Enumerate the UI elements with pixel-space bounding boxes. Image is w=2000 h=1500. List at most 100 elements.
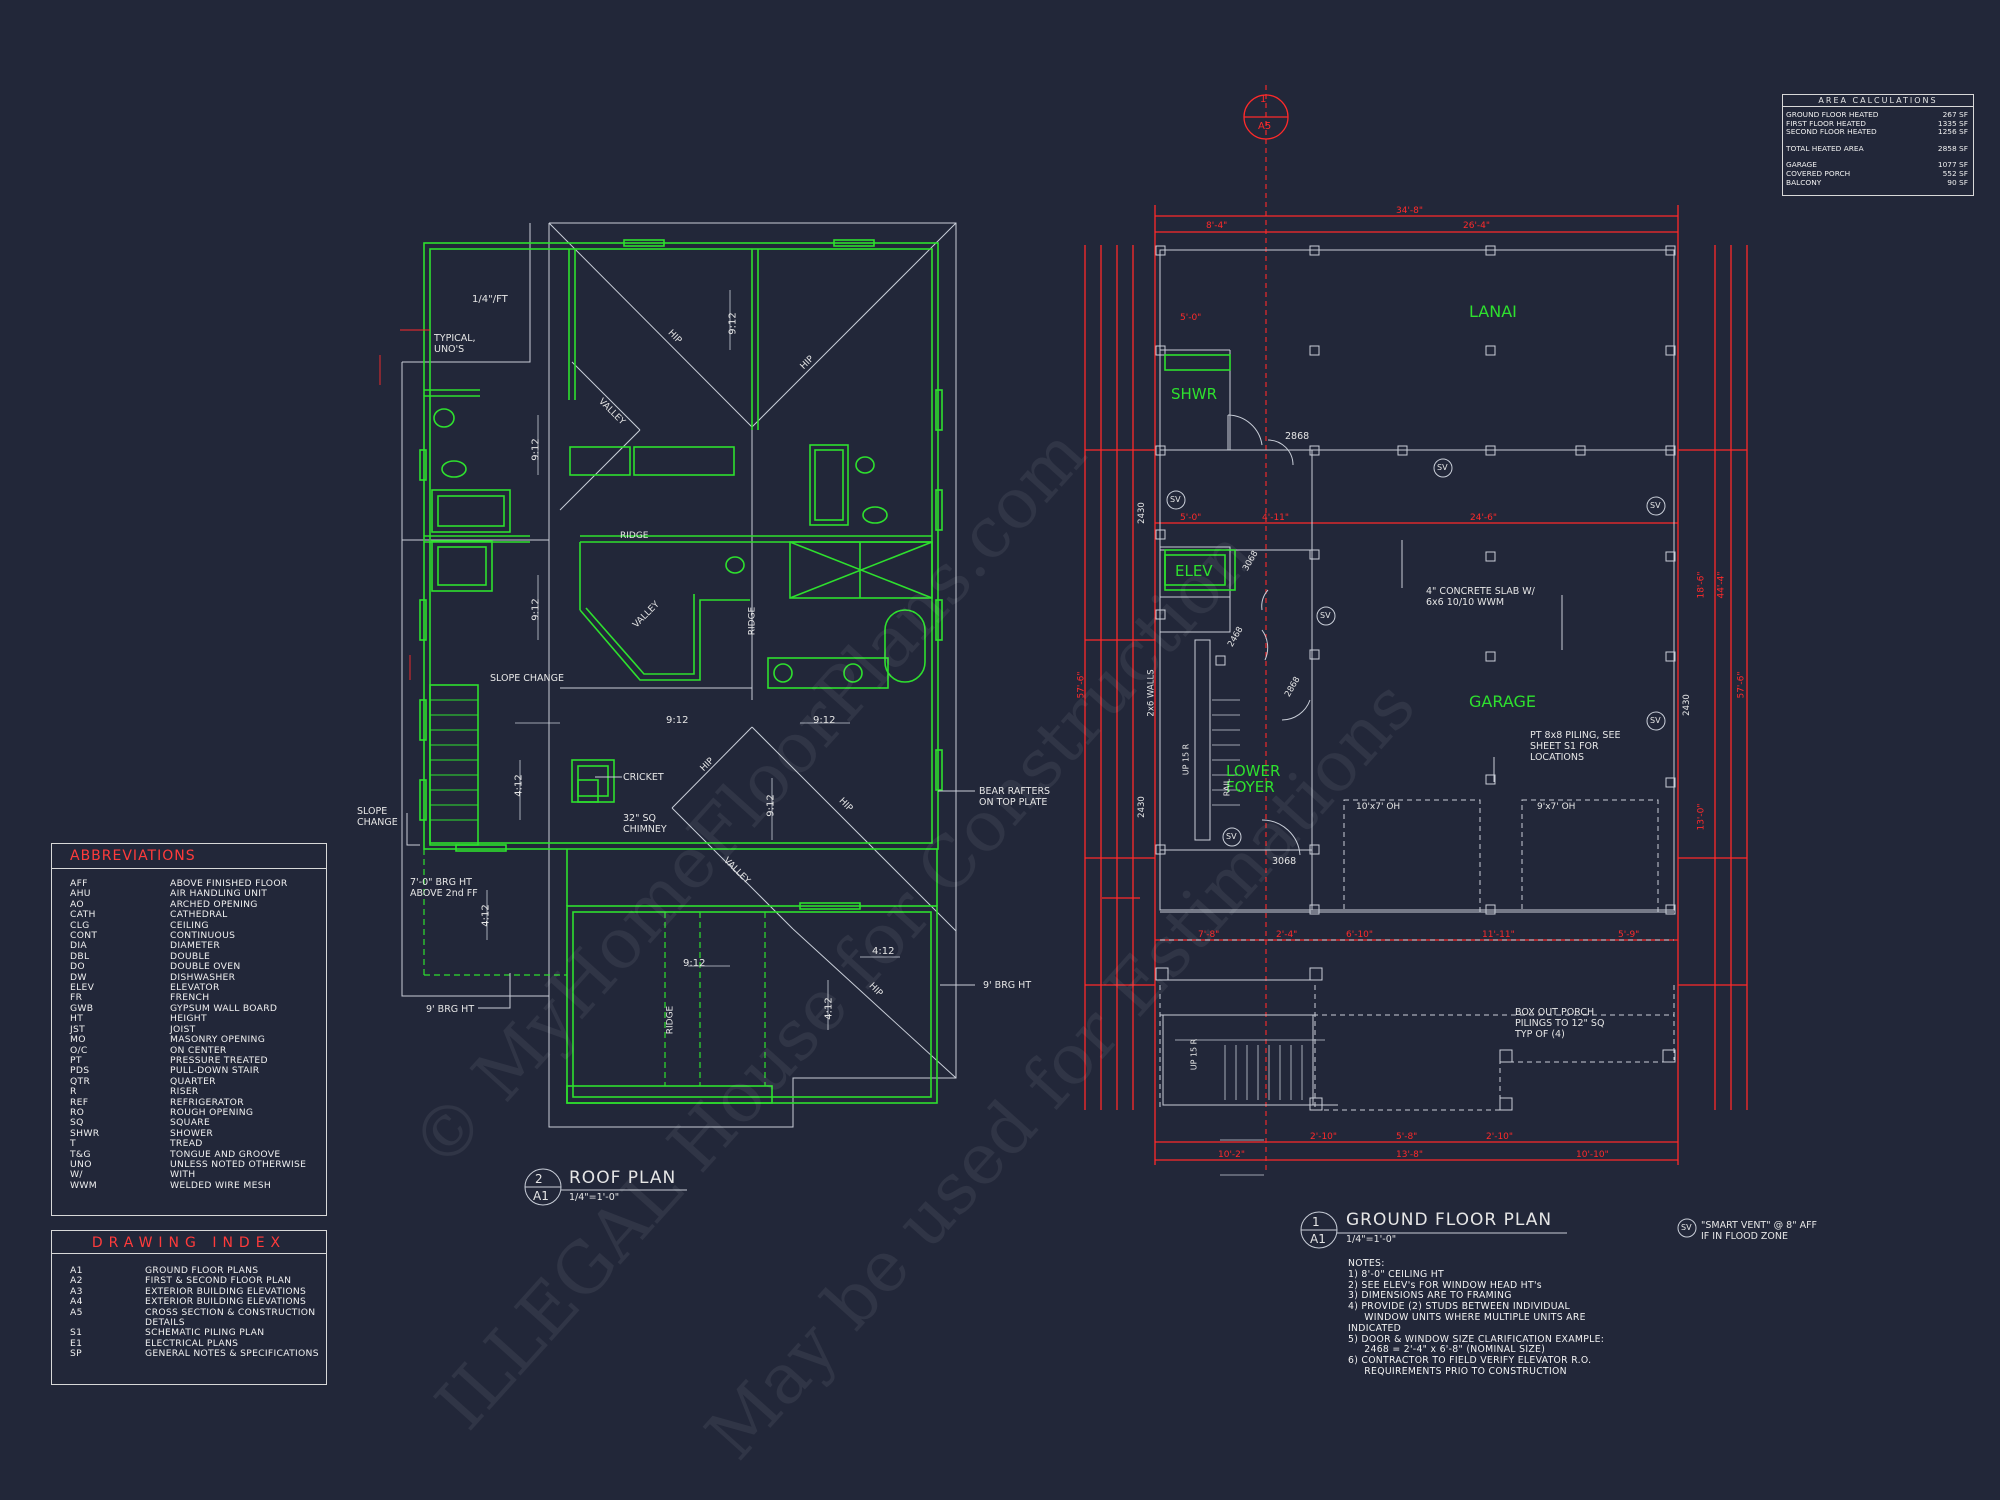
note-line: REQUIREMENTS PRIO TO CONSTRUCTION <box>1348 1365 1567 1377</box>
pitch-label: 9:12 <box>765 794 777 817</box>
sheet-number: SP <box>70 1348 82 1360</box>
sheet-description: CROSS SECTION & CONSTRUCTION <box>145 1306 316 1318</box>
door-label: 2868 <box>1285 431 1310 442</box>
abbreviation-code: REF <box>70 1096 89 1108</box>
dimension-label: 2'-10" <box>1486 1132 1514 1142</box>
abbreviation-code: CATH <box>70 909 96 921</box>
roof-plan-title: ROOF PLAN <box>569 1168 677 1188</box>
ground-plan-sheet: A1 <box>1310 1232 1326 1246</box>
abbreviation-meaning: ARCHED OPENING <box>170 898 258 910</box>
abbreviation-code: PDS <box>70 1065 90 1077</box>
note-line: 5) DOOR & WINDOW SIZE CLARIFICATION EXAM… <box>1348 1333 1605 1345</box>
dimension-label: 11'-11" <box>1482 930 1515 940</box>
sheet-number <box>52 1318 145 1328</box>
dimension-label: 44'-4" <box>1716 571 1727 599</box>
sheet-number: A4 <box>70 1296 83 1308</box>
abbreviation-meaning: SQUARE <box>170 1117 211 1129</box>
overhead-door-label: 9'x7' OH <box>1537 802 1576 812</box>
note-line: 3) DIMENSIONS ARE TO FRAMING <box>1348 1290 1512 1302</box>
ground-floor-plan-drawing <box>1084 85 1748 1238</box>
sheet-description: ELECTRICAL PLANS <box>145 1337 239 1349</box>
window-label: 2430 <box>1136 796 1147 818</box>
abbreviation-code: FR <box>70 992 83 1004</box>
abbreviation-code: DBL <box>70 950 90 962</box>
porch-note-3: TYP OF (4) <box>1515 1029 1565 1040</box>
pitch-label: 9:12 <box>727 312 739 335</box>
dimension-label: 10'-2" <box>1218 1150 1246 1160</box>
dimension-label: 2'-4" <box>1276 930 1298 940</box>
abbreviation-meaning: PULL-DOWN STAIR <box>170 1065 260 1077</box>
abbreviation-meaning: GYPSUM WALL BOARD <box>170 1002 278 1014</box>
abbreviation-code: DW <box>70 971 87 983</box>
brg-height-label-2: ABOVE 2nd FF <box>410 888 478 899</box>
sheet-number: A2 <box>70 1275 83 1287</box>
abbreviation-row: W/WITH <box>52 1169 326 1181</box>
pitch-label: 9:12 <box>813 715 836 726</box>
drawing-index-title: DRAWING INDEX <box>52 1231 326 1254</box>
abbreviation-meaning: CATHEDRAL <box>170 909 228 921</box>
abbreviation-meaning: DISHWASHER <box>170 971 236 983</box>
abbreviation-meaning: RISER <box>170 1086 199 1098</box>
chimney-label-2: CHIMNEY <box>623 824 667 835</box>
abbreviation-code: QTR <box>70 1075 91 1087</box>
abbreviation-meaning: WITH <box>170 1169 196 1181</box>
abbreviation-meaning: HEIGHT <box>170 1013 207 1025</box>
note-line: 6) CONTRACTOR TO FIELD VERIFY ELEVATOR R… <box>1348 1355 1592 1367</box>
pitch-label-412: 4:12 <box>872 946 895 957</box>
abbreviation-code: WWM <box>70 1179 97 1191</box>
room-label-lower: LOWER <box>1226 762 1281 780</box>
bear-rafters-label-1: BEAR RAFTERS <box>979 786 1051 797</box>
abbreviation-meaning: ELEVATOR <box>170 982 220 994</box>
pitch-label: 9:12 <box>530 438 542 461</box>
ground-plan-number: 1 <box>1312 1215 1320 1229</box>
abbreviation-code: T <box>70 1138 76 1150</box>
dimension-label: 5'-0" <box>1180 313 1202 323</box>
bear-rafters-label-2: ON TOP PLATE <box>979 797 1048 808</box>
abbreviation-meaning: TREAD <box>170 1138 203 1150</box>
ground-plan-title: GROUND FLOOR PLAN <box>1346 1210 1553 1230</box>
dimension-label: 57'-6" <box>1736 671 1747 699</box>
abbreviation-code: RO <box>70 1106 85 1118</box>
drawing-index-row: DETAILS <box>52 1317 326 1328</box>
abbreviation-meaning: DOUBLE <box>170 950 211 962</box>
abbreviation-row: PDS PULL-DOWN STAIR <box>52 1065 326 1077</box>
pitch-label-412: 4:12 <box>513 774 525 797</box>
roof-plan-number: 2 <box>535 1172 543 1186</box>
smart-vent-label: SV <box>1650 716 1661 725</box>
abbreviation-code: ELEV <box>70 982 95 994</box>
pitch-label: 9:12 <box>530 598 542 621</box>
stair-label: UP 15 R <box>1189 1038 1199 1071</box>
notes-title: NOTES: <box>1348 1258 1385 1269</box>
sheet-description: EXTERIOR BUILDING ELEVATIONS <box>145 1285 307 1297</box>
dimension-label: 34'-8" <box>1396 206 1424 216</box>
dimension-label: 5'-0" <box>1180 513 1202 523</box>
abbreviation-row: DBL DOUBLE <box>52 950 326 962</box>
general-notes: NOTES: 1) 8'-0" CEILING HT 2) SEE ELEV's… <box>1348 1258 1605 1378</box>
abbreviation-meaning: QUARTER <box>170 1075 216 1087</box>
door-label: 3068 <box>1272 856 1297 867</box>
roof-pitch-label: 1/4"/FT <box>472 294 508 305</box>
brg-height-label-1: 7'-0" BRG HT <box>410 877 472 888</box>
